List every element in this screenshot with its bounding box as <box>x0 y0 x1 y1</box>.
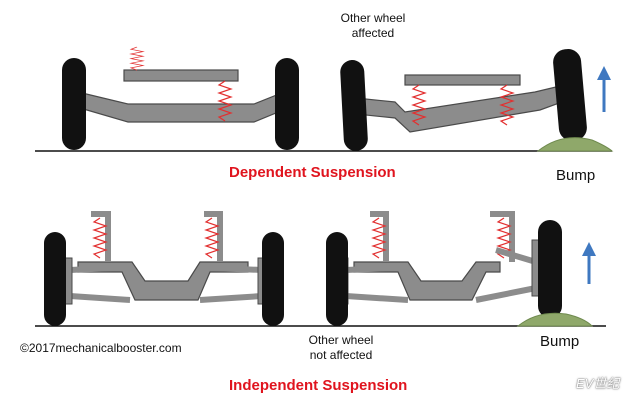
wheel-tire <box>44 232 66 326</box>
independent-suspension-title: Independent Suspension <box>229 377 408 394</box>
wheel-tire <box>340 60 368 151</box>
spring <box>93 217 107 259</box>
upper-control-arm <box>345 265 391 273</box>
copyright-text: ©2017mechanicalbooster.com <box>20 341 182 355</box>
solid-axle-tilted <box>355 85 563 133</box>
wheel-tire <box>326 232 348 326</box>
bottom-note: Other wheel not affected <box>286 333 396 363</box>
lower-control-arm <box>345 293 409 303</box>
bottom-note-line-2: not affected <box>309 348 373 362</box>
spring-tower <box>490 211 515 262</box>
lower-control-arm <box>69 293 131 303</box>
spring-tower <box>91 211 111 262</box>
wheel-tire <box>62 58 86 150</box>
spring <box>205 217 219 259</box>
bottom-note-line-1: Other wheel <box>308 333 374 347</box>
bump <box>536 137 614 152</box>
lower-control-arm <box>199 293 263 303</box>
upper-control-arm <box>495 247 537 265</box>
spring-tower <box>370 211 389 262</box>
upper-control-arm <box>69 265 113 273</box>
dependent-panel-right <box>340 49 614 152</box>
lower-control-arm <box>475 285 537 303</box>
wheel-tire <box>538 220 562 318</box>
wheel-tire <box>262 232 284 326</box>
chassis-body <box>404 74 521 86</box>
chassis-body <box>353 261 501 301</box>
upper-control-arm <box>211 265 263 273</box>
independent-panel-left <box>44 211 284 326</box>
chassis-body <box>123 69 239 82</box>
dependent-suspension-title: Dependent Suspension <box>229 164 396 181</box>
solid-axle <box>77 91 289 123</box>
wheel-tire <box>275 58 299 150</box>
spring <box>130 46 144 71</box>
bump <box>516 312 594 327</box>
independent-panel-right <box>326 211 596 327</box>
dependent-panel-left <box>62 46 299 150</box>
spring-tower <box>204 211 223 262</box>
top-note: Other wheel affected <box>318 11 428 41</box>
top-note-line-2: affected <box>351 26 395 40</box>
bump-label-bottom: Bump <box>540 333 580 350</box>
watermark-text: EV世纪 <box>576 376 620 391</box>
top-note-line-1: Other wheel <box>340 11 406 25</box>
wheel-tire <box>553 49 587 141</box>
bump-label-top: Bump <box>556 167 596 184</box>
arrow-up-icon <box>597 66 611 112</box>
arrow-up-icon <box>582 242 596 284</box>
